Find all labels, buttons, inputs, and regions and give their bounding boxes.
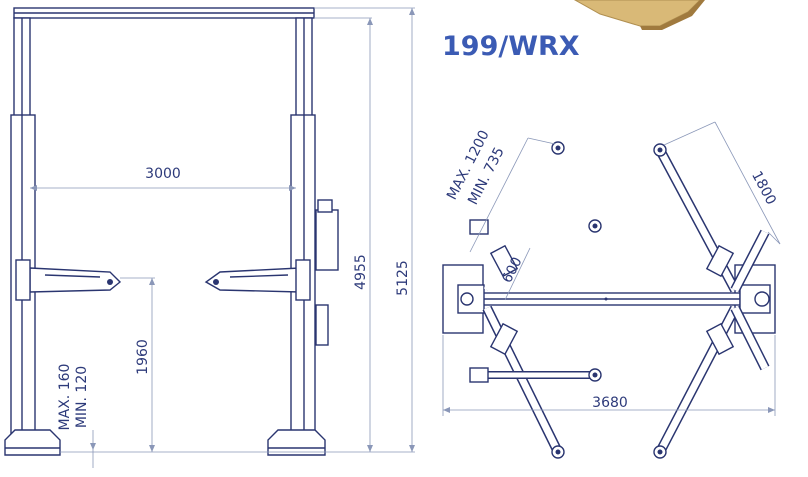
dim-total-height: 5125: [395, 260, 411, 296]
top-dimensions: [442, 121, 781, 416]
dim-arm-length: 1800: [748, 169, 779, 208]
dim-pad-max: MAX. 160: [57, 364, 73, 431]
right-base: [267, 429, 326, 456]
product-photo-fragment: [573, 0, 705, 30]
dim-arm-height: 1960: [135, 339, 151, 375]
dim-pad-min: MIN. 120: [74, 366, 90, 428]
dim-column-height: 4955: [353, 254, 369, 290]
left-base: [4, 429, 61, 456]
top-view: [442, 141, 776, 459]
front-dimensions: [30, 7, 415, 468]
dim-base-length: 3680: [592, 395, 628, 411]
model-title: 199/WRX: [442, 31, 580, 62]
right-arm: [204, 267, 301, 293]
power-unit: [315, 209, 339, 271]
front-view: [4, 7, 339, 456]
control-box: [315, 304, 329, 346]
arm-left-lower: [469, 305, 602, 459]
left-arm: [29, 267, 122, 293]
dim-width: 3000: [145, 166, 181, 182]
